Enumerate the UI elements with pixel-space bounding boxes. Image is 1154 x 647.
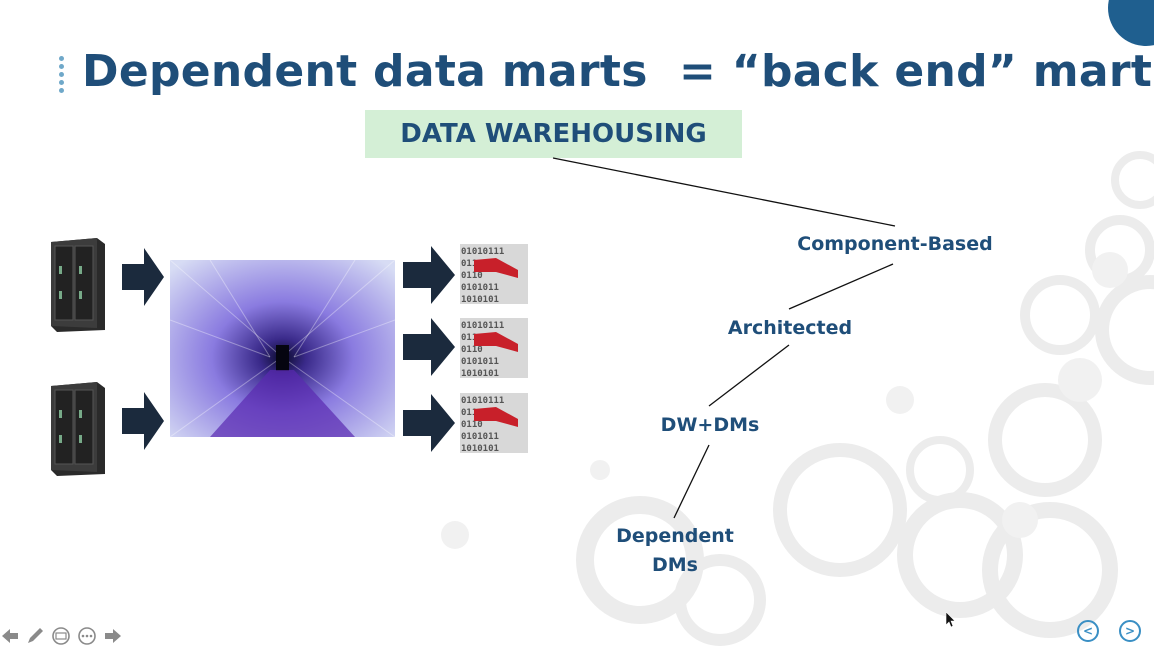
arrow-right-icon[interactable]	[103, 626, 123, 646]
data-mart-image: 01010111 011 0110 0101011 1010101	[460, 393, 528, 453]
svg-text:1010101: 1010101	[461, 444, 499, 453]
svg-text:01010111: 01010111	[461, 396, 504, 406]
svg-text:0101011: 0101011	[461, 432, 499, 442]
svg-text:011: 011	[461, 333, 477, 343]
svg-text:1010101: 1010101	[461, 295, 499, 304]
server-icon	[51, 238, 105, 332]
slide-title: Dependent data marts = “back end” marts	[82, 46, 1154, 97]
title-bullet-icon	[59, 56, 65, 96]
svg-text:01010111: 01010111	[461, 247, 504, 257]
server-icon	[51, 382, 105, 476]
arrow-left-icon[interactable]	[0, 626, 20, 646]
arrow-right-icon	[403, 394, 455, 452]
svg-text:0110: 0110	[461, 345, 483, 355]
svg-text:0110: 0110	[461, 420, 483, 430]
connector-architected-dwdms	[708, 344, 790, 407]
data-mart-image: 01010111 011 0110 0101011 1010101	[460, 244, 528, 304]
data-center-image	[170, 260, 395, 437]
node-component-based: Component-Based	[797, 233, 993, 255]
data-mart-image: 01010111 011 0110 0101011 1010101	[460, 318, 528, 378]
svg-text:0101011: 0101011	[461, 283, 499, 293]
arrow-right-icon	[403, 318, 455, 376]
arrow-right-icon	[122, 392, 164, 450]
arrow-right-icon	[403, 246, 455, 304]
node-architected: Architected	[727, 317, 853, 339]
subtitles-icon[interactable]	[51, 626, 71, 646]
data-warehousing-box: DATA WAREHOUSING	[365, 110, 742, 158]
svg-text:0110: 0110	[461, 271, 483, 281]
connector-dwdms-dependent	[673, 444, 710, 519]
svg-text:011: 011	[461, 408, 477, 418]
arrow-right-icon	[122, 248, 164, 306]
svg-text:1010101: 1010101	[461, 369, 499, 378]
pen-icon[interactable]	[25, 626, 45, 646]
connector-component-architected	[788, 263, 894, 310]
svg-text:01010111: 01010111	[461, 321, 504, 331]
node-dependent-dms: Dependent DMs	[616, 525, 734, 576]
more-icon[interactable]	[77, 626, 97, 646]
svg-text:011: 011	[461, 259, 477, 269]
node-dw-dms: DW+DMs	[660, 414, 760, 436]
mouse-cursor-icon	[946, 612, 956, 628]
chevron-left-icon[interactable]: <	[1077, 620, 1099, 642]
svg-text:0101011: 0101011	[461, 357, 499, 367]
connector-dw-component	[552, 157, 896, 227]
chevron-right-icon[interactable]: >	[1119, 620, 1141, 642]
